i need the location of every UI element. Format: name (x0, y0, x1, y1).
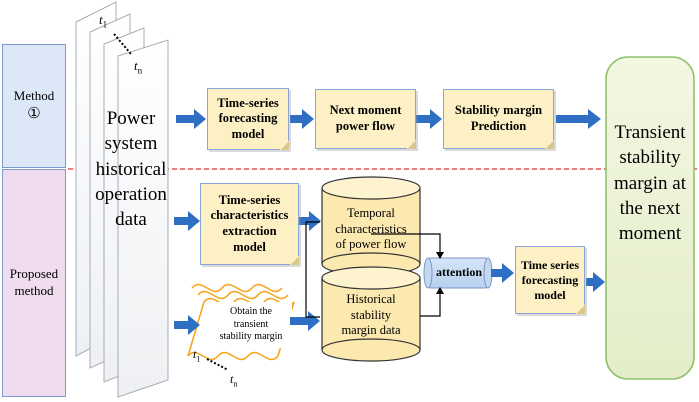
arrow-data-to-forecast (176, 109, 206, 129)
proposed-method-label: Proposed method (9, 266, 59, 298)
method-label: Method (13, 87, 55, 103)
arrow-obtain-to-historical (290, 311, 320, 331)
proposed-method-label-box: Proposed method (2, 169, 66, 397)
method-number: ① (27, 105, 41, 122)
characteristics-extraction-model-note: Time-series characteristics extraction m… (200, 183, 299, 265)
connector-bracket (305, 221, 320, 318)
margin-wave-sheets (187, 283, 295, 361)
time-dots-bottom (206, 358, 229, 371)
connector-lines (305, 221, 441, 318)
data-sheet-4 (117, 39, 169, 398)
arrow-data-to-extraction (174, 211, 200, 231)
arrow-forecast-to-powerflow (290, 109, 314, 129)
next-moment-power-flow-note: Next moment power flow (315, 89, 416, 149)
method-label-box: Method ① (2, 44, 66, 168)
arrow-data-to-obtain (174, 315, 200, 335)
arrow-prediction-to-output (556, 109, 601, 129)
cylinder-temporal (321, 176, 421, 276)
arrow-forecast-to-output (586, 272, 605, 292)
wave-sheet-2 (197, 290, 289, 300)
wave-sheet-1 (187, 297, 295, 361)
wave-sheet-3 (191, 283, 283, 293)
time-dots-top (113, 33, 132, 55)
connector-temporal-to-attention (371, 233, 441, 258)
obtain-margin-backdrop (210, 302, 292, 348)
time-series-forecasting-model-note: Time-series forecasting model (207, 88, 289, 150)
attention-scroll (423, 257, 493, 289)
flow-arrows (174, 109, 605, 335)
data-sheet-stack (75, 1, 169, 398)
arrow-attention-to-forecast (491, 263, 514, 283)
stability-margin-prediction-note: Stability margin Prediction (443, 89, 554, 149)
connector-historical-to-attention (420, 288, 441, 317)
arrow-powerflow-to-prediction (416, 109, 442, 129)
cylinder-historical (321, 266, 421, 362)
time-series-forecasting-model-note-2: Time series forecasting model (515, 246, 585, 314)
output-box (605, 56, 695, 380)
connector-arrowheads (436, 252, 444, 294)
arrow-extraction-to-temporal (299, 211, 321, 231)
